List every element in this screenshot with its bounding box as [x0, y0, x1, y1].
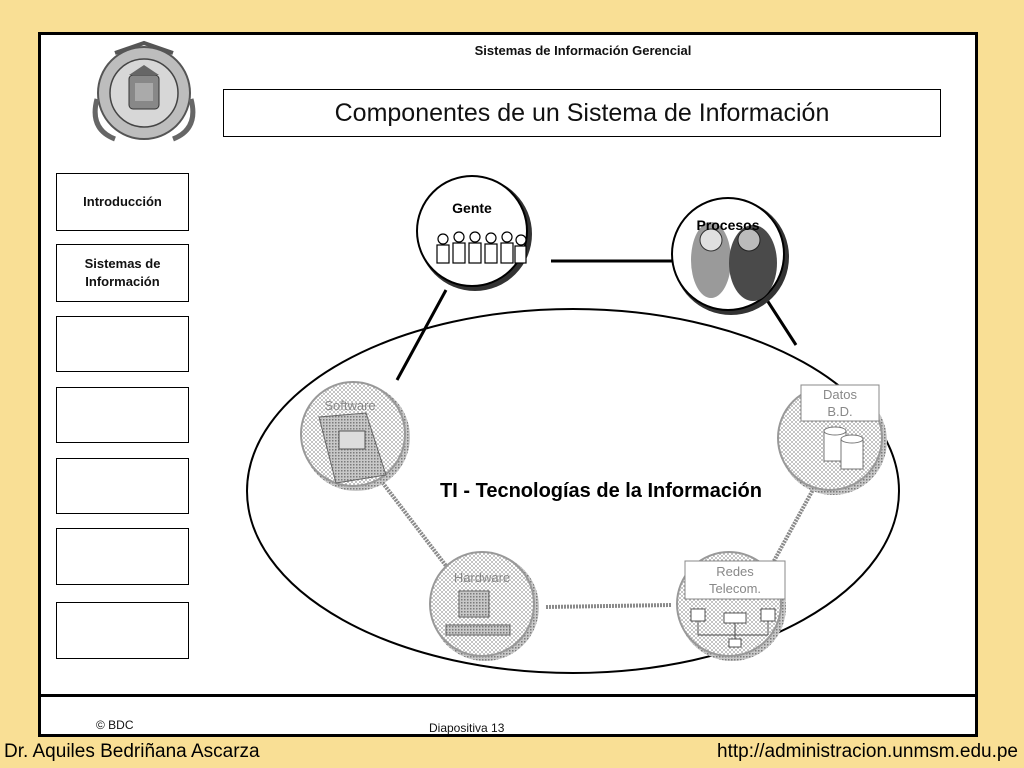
nav-button-empty-4[interactable]: [56, 387, 189, 443]
people-icon: [436, 231, 527, 264]
nav-button-empty-6[interactable]: [56, 528, 189, 585]
nav-button-sistemas-de-informacion[interactable]: Sistemas de Información: [56, 244, 189, 302]
node-hardware: Hardware: [429, 551, 539, 661]
node-label-gente: Gente: [452, 200, 492, 216]
node-procesos: Procesos: [671, 197, 789, 315]
slide: Sistemas de Información Gerencial Compon…: [38, 32, 978, 737]
node-label-datos-line2: B.D.: [827, 404, 852, 419]
business-people-icon: [691, 222, 777, 301]
node-redes: Redes Telecom.: [676, 551, 786, 661]
node-label-hardware: Hardware: [454, 570, 510, 585]
connector-procesos-datos: [763, 296, 798, 346]
network-icon: [690, 608, 776, 648]
database-icon: [823, 426, 864, 470]
slide-title-text: Componentes de un Sistema de Información: [334, 98, 830, 127]
node-label-redes-line2: Telecom.: [709, 581, 761, 596]
node-datos: Datos B.D.: [777, 384, 887, 495]
course-title: Sistemas de Información Gerencial: [474, 43, 692, 58]
footer-copyright: © BDC: [96, 718, 134, 732]
software-box-icon: [318, 412, 387, 484]
connector-gente-software: [395, 289, 448, 381]
website-url[interactable]: http://administracion.unmsm.edu.pe: [717, 741, 1018, 762]
computer-icon: [445, 590, 511, 636]
redes-label-box: [684, 560, 786, 600]
node-software: Software: [300, 381, 410, 491]
node-label-software: Software: [324, 398, 375, 413]
ti-center-label: TI - Tecnologías de la Información: [440, 480, 762, 502]
nav-button-empty-5[interactable]: [56, 458, 189, 514]
connector-software-hardware: [377, 476, 455, 577]
components-diagram: Gente Procesos Software: [246, 175, 900, 674]
slide-title: Componentes de un Sistema de Información: [223, 89, 941, 137]
node-gente: Gente: [416, 175, 532, 291]
nav-button-empty-3[interactable]: [56, 316, 189, 372]
nav-button-introduccion[interactable]: Introducción: [56, 173, 189, 231]
university-crest-logo: [85, 39, 203, 147]
footer-slide-number: Diapositiva 13: [429, 721, 505, 735]
nav-button-label: Sistemas de Información: [84, 256, 161, 289]
node-label-datos-line1: Datos: [823, 387, 857, 402]
nav-button-label: Introducción: [83, 194, 162, 209]
node-label-redes-line1: Redes: [716, 564, 754, 579]
footer-divider: [41, 694, 975, 697]
node-label-procesos: Procesos: [696, 217, 759, 233]
datos-label-box: [800, 384, 880, 422]
nav-button-empty-7[interactable]: [56, 602, 189, 659]
author-credit: Dr. Aquiles Bedriñana Ascarza: [4, 741, 260, 762]
